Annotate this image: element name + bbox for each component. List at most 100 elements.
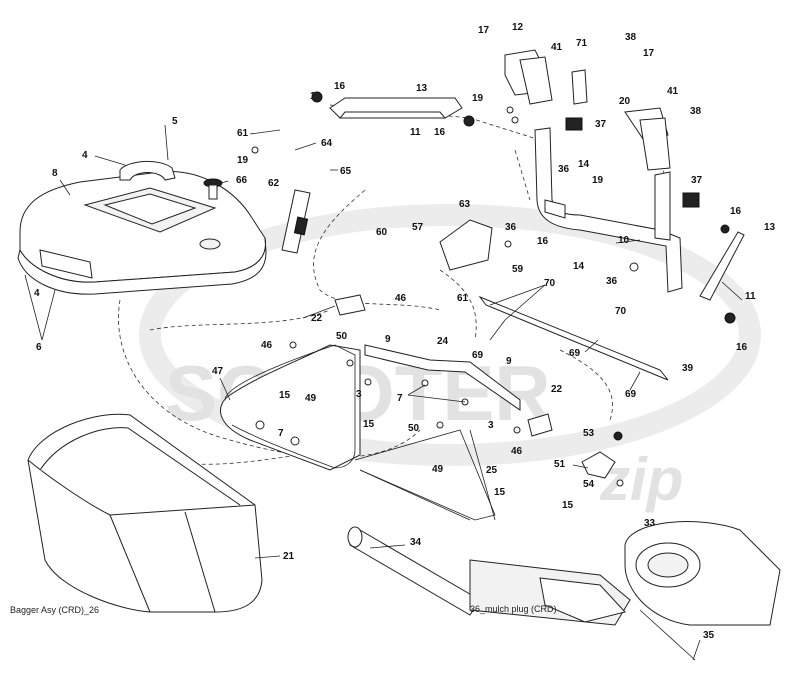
mulch-plug-label: 36_mulch plug (CRD) [470, 604, 557, 614]
callout-label: 22 [551, 384, 563, 395]
mulch-plug [469, 559, 631, 626]
callout-label: 14 [573, 261, 585, 272]
upper-brackets [504, 49, 671, 171]
callout-label: 17 [478, 25, 490, 36]
callout-label: 8 [52, 168, 58, 179]
callout-label: 13 [416, 83, 428, 94]
callout-label: 47 [212, 366, 224, 377]
callout-label: 22 [311, 313, 323, 324]
callout-label: 39 [682, 363, 694, 374]
diagram-caption: Bagger Asy (CRD)_26 [10, 605, 99, 615]
callout-label: 7 [397, 393, 403, 404]
callout-label: 3 [488, 420, 494, 431]
callout-label: 7 [278, 428, 284, 439]
callout-label: 16 [537, 236, 549, 247]
callout-label: 19 [592, 175, 604, 186]
callout-label: 46 [395, 293, 407, 304]
callout-label: 11 [745, 291, 756, 302]
callout-label: 49 [305, 393, 317, 404]
callout-label: 11 [410, 127, 421, 138]
callout-label: 59 [512, 264, 524, 275]
callout-label: 49 [432, 464, 444, 475]
callout-label: 37 [595, 119, 607, 130]
gas-strut [281, 189, 311, 254]
callout-label: 37 [691, 175, 703, 186]
callout-label: 16 [434, 127, 446, 138]
callout-label: 38 [690, 106, 702, 117]
callout-label: 15 [562, 500, 574, 511]
callout-label: 6 [36, 342, 42, 353]
callout-label: 19 [472, 93, 484, 104]
callout-label: 54 [583, 479, 595, 490]
callout-label: 66 [236, 175, 248, 186]
callout-label: 41 [551, 42, 563, 53]
callout-label: 64 [321, 138, 333, 149]
callout-label: 33 [644, 518, 656, 529]
callout-label: 46 [261, 340, 273, 351]
callout-label: 16 [736, 342, 748, 353]
hardware [251, 91, 736, 487]
callout-label: 69 [569, 348, 581, 359]
leader-lines [24, 124, 743, 661]
callout-label: 16 [334, 81, 346, 92]
bracket-22-right [527, 413, 553, 437]
pad-37-lower [682, 192, 700, 208]
callout-label: 17 [643, 48, 655, 59]
callout-label: 13 [764, 222, 776, 233]
callout-label: 70 [544, 278, 556, 289]
callout-label: 14 [578, 159, 590, 170]
callout-label: 41 [667, 86, 679, 97]
callout-label: 9 [385, 334, 391, 345]
callout-label: 10 [618, 235, 630, 246]
bag-frame [220, 344, 496, 521]
callout-label: 51 [554, 459, 566, 470]
callout-label: 35 [703, 630, 715, 641]
callout-label: 36 [505, 222, 517, 233]
bagger-cover [17, 161, 267, 295]
callout-label: 9 [506, 356, 512, 367]
callout-label: 63 [459, 199, 471, 210]
u-frame [534, 127, 683, 293]
callout-label: 62 [268, 178, 280, 189]
grass-bag [27, 413, 263, 613]
callout-label: 4 [34, 288, 40, 299]
mount-plate [439, 219, 493, 271]
callout-label: 60 [376, 227, 388, 238]
callout-label: 24 [437, 336, 449, 347]
callout-label: 53 [583, 428, 595, 439]
callout-label: 71 [576, 38, 588, 49]
callout-label: 46 [511, 446, 523, 457]
callout-label: 69 [625, 389, 637, 400]
pad-37-upper [565, 117, 583, 131]
hinge-bar [478, 295, 669, 381]
pin [639, 609, 696, 661]
callout-label: 61 [237, 128, 249, 139]
callouts: 17 12 41 71 38 17 16 13 19 41 20 38 37 1… [10, 22, 776, 641]
chute [624, 521, 781, 626]
callout-label: 4 [82, 150, 88, 161]
callout-label: 19 [237, 155, 249, 166]
callout-label: 5 [172, 116, 178, 127]
callout-label: 50 [408, 423, 420, 434]
callout-label: 70 [615, 306, 627, 317]
side-bar [699, 231, 745, 301]
watermark-sub: zip [599, 446, 683, 513]
callout-label: 15 [363, 419, 375, 430]
callout-label: 20 [619, 96, 631, 107]
top-bracket [329, 97, 463, 119]
callout-label: 65 [340, 166, 352, 177]
callout-label: 16 [730, 206, 742, 217]
callout-label: 3 [356, 389, 362, 400]
callout-label: 12 [512, 22, 524, 33]
callout-label: 15 [279, 390, 291, 401]
callout-label: 36 [558, 164, 570, 175]
rod [364, 344, 521, 411]
callout-label: 61 [457, 293, 469, 304]
lever [581, 451, 616, 479]
callout-label: 34 [410, 537, 422, 548]
callout-label: 36 [606, 276, 618, 287]
bracket-22-left [334, 294, 366, 316]
callout-label: 69 [472, 350, 484, 361]
callout-label: 57 [412, 222, 424, 233]
